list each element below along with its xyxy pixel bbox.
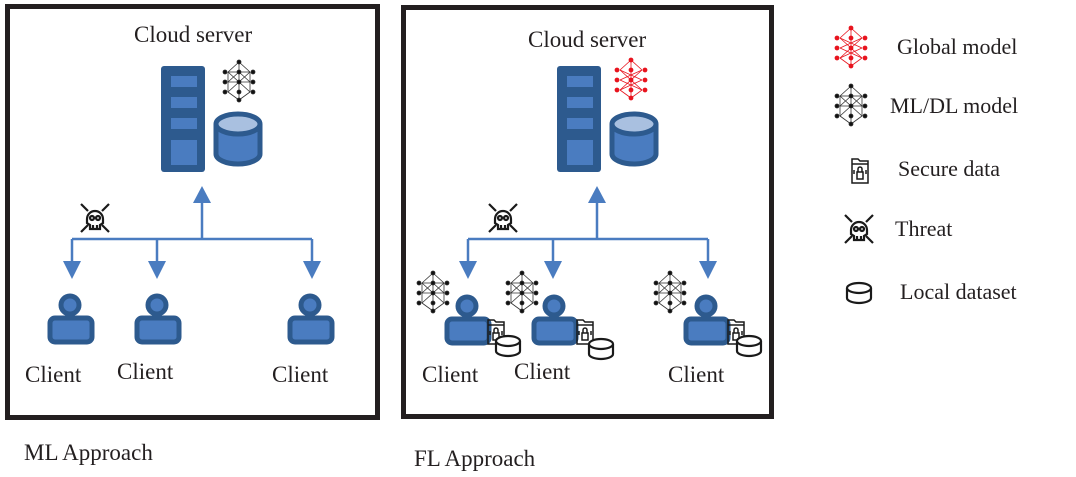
local-dataset-icon <box>735 334 763 358</box>
arrow-down-icon <box>699 261 717 279</box>
local-dataset-icon <box>587 337 615 361</box>
global-model-icon <box>614 57 648 101</box>
client-icon <box>686 297 728 343</box>
local-dataset-icon <box>494 334 522 358</box>
legend-label-ml-dl-model: ML/DL model <box>890 93 1019 118</box>
legend-local-dataset-icon <box>845 281 873 305</box>
database-icon <box>216 114 260 164</box>
threat-icon <box>487 202 519 234</box>
fl-client-label: Client <box>668 362 725 387</box>
legend-global-model-icon <box>834 25 868 69</box>
fl-client-3 <box>653 270 763 358</box>
arrow-down-icon <box>303 261 321 279</box>
fl-client-1 <box>416 270 522 358</box>
client-icon <box>137 296 179 342</box>
ml-dl-model-icon <box>416 270 450 314</box>
legend-label-local-dataset: Local dataset <box>900 279 1017 304</box>
ml-network-lines <box>63 186 321 279</box>
legend-label-threat: Threat <box>895 216 953 241</box>
database-icon <box>612 114 656 164</box>
arrow-up-icon <box>588 186 606 203</box>
ml-client-label: Client <box>272 362 329 387</box>
client-icon <box>50 296 92 342</box>
server-icon <box>557 66 601 172</box>
ml-cloud-server-title: Cloud server <box>134 22 253 47</box>
fl-client-label: Client <box>514 359 571 384</box>
legend-threat-icon <box>843 213 875 245</box>
legend-label-global-model: Global model <box>897 34 1018 59</box>
ml-dl-model-icon <box>653 270 687 314</box>
arrow-down-icon <box>63 261 81 279</box>
ml-approach-caption: ML Approach <box>24 440 153 465</box>
threat-icon <box>79 202 111 234</box>
arrow-down-icon <box>148 261 166 279</box>
arrow-down-icon <box>459 261 477 279</box>
legend-ml-dl-model-icon <box>834 83 868 127</box>
ml-client-label: Client <box>117 359 174 384</box>
ml-client-label: Client <box>25 362 82 387</box>
legend-secure-data-icon <box>851 158 869 184</box>
arrow-down-icon <box>544 261 562 279</box>
ml-dl-model-icon <box>222 59 256 103</box>
ml-dl-model-icon <box>505 270 539 314</box>
fl-network-lines <box>459 186 717 279</box>
fl-approach-caption: FL Approach <box>414 446 536 471</box>
fl-cloud-server-title: Cloud server <box>528 27 647 52</box>
legend-label-secure-data: Secure data <box>898 156 1000 181</box>
fl-client-2 <box>505 270 615 361</box>
fl-client-label: Client <box>422 362 479 387</box>
client-icon <box>534 297 576 343</box>
client-icon <box>447 297 489 343</box>
client-icon <box>290 296 332 342</box>
fl-cloud-server <box>557 57 656 172</box>
server-icon <box>161 66 205 172</box>
arrow-up-icon <box>193 186 211 203</box>
ml-cloud-server <box>161 59 260 172</box>
